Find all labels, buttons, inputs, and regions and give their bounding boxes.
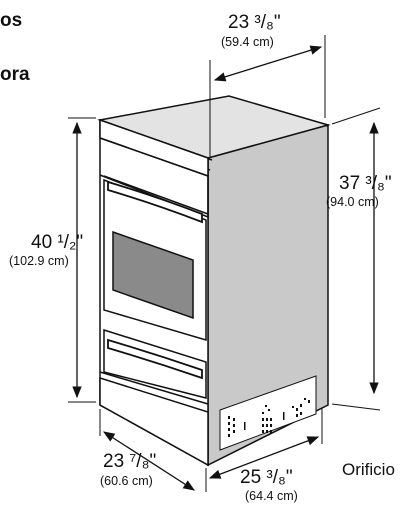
- overall-height-value: 40 ¹/₂": [31, 232, 83, 253]
- upper-door-handle: [107, 180, 203, 224]
- side-height-value: 37 ³/₈": [339, 173, 392, 194]
- rear-inlet-holes: [228, 398, 310, 437]
- front-width-metric: (60.6 cm): [100, 474, 153, 488]
- top-width-value: 23 ³/₈": [228, 12, 281, 33]
- top-width-metric: (59.4 cm): [221, 35, 274, 49]
- depth-metric: (64.4 cm): [245, 489, 298, 503]
- front-width-value: 23 ⁷/₈": [103, 451, 156, 472]
- control-panel: [99, 118, 213, 178]
- header-fragment-2: ora: [0, 64, 30, 85]
- overall-height-metric: (102.9 cm): [9, 254, 69, 268]
- arrow-front-width: [103, 431, 195, 491]
- oven-window: [112, 230, 194, 320]
- arrow-depth: [208, 436, 320, 479]
- side-height-metric: (94.0 cm): [326, 195, 379, 209]
- header-fragment-1: os: [0, 10, 23, 31]
- extension-lines: [68, 35, 381, 492]
- dimension-arrows: [72, 45, 379, 491]
- inlet-callout-label: Orificio: [342, 460, 395, 479]
- lower-door-handle: [107, 338, 203, 380]
- depth-value: 25 ³/₈": [240, 467, 293, 488]
- arrow-top-width: [213, 45, 323, 82]
